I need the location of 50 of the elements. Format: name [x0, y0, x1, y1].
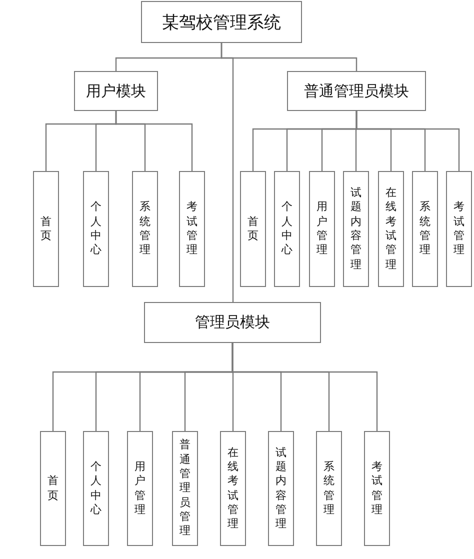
module-label: 管理员模块: [195, 313, 270, 332]
function-box: [132, 171, 158, 287]
connector-line: [356, 111, 460, 171]
function-label: 用户管理: [316, 200, 328, 258]
function-label: 系统管理: [140, 200, 150, 258]
function-label: 个人中心: [90, 200, 102, 258]
function-label: 在线考试管理: [228, 446, 238, 532]
function-box: [378, 171, 404, 287]
function-box: [220, 431, 246, 546]
function-box: [240, 171, 266, 287]
function-box: [172, 431, 198, 546]
function-label: 考试管理: [372, 460, 382, 518]
function-box: [33, 171, 59, 287]
function-label: 试题内容管理: [276, 446, 286, 532]
function-box: [179, 171, 205, 287]
function-label: 系统管理: [420, 200, 430, 258]
function-label: 个人中心: [90, 460, 102, 518]
connector-line: [115, 111, 193, 171]
function-box: [83, 431, 109, 546]
function-box: [343, 171, 369, 287]
module-box: [144, 302, 321, 343]
module-label: 用户模块: [86, 82, 146, 100]
function-box: [364, 431, 390, 546]
function-label: 在线考试管理: [386, 186, 396, 272]
function-box: [83, 171, 109, 287]
connector-line: [232, 343, 378, 431]
function-box: [309, 171, 335, 287]
function-label: 用户管理: [134, 460, 146, 518]
module-box: [74, 71, 158, 111]
function-box: [127, 431, 153, 546]
module-label: 某驾校管理系统: [162, 12, 281, 34]
function-box: [274, 171, 300, 287]
function-box: [446, 171, 472, 287]
module-box: [141, 1, 302, 43]
function-box: [268, 431, 294, 546]
function-label: 考试管理: [186, 200, 198, 258]
function-label: 系统管理: [324, 460, 334, 518]
function-box: [316, 431, 342, 546]
connector-line: [220, 43, 234, 302]
function-box: [40, 431, 66, 546]
function-label: 个人中心: [282, 200, 292, 258]
module-label: 普通管理员模块: [304, 82, 409, 100]
function-label: 首页: [40, 214, 52, 244]
function-label: 首页: [248, 214, 258, 244]
function-label: 试题内容管理: [350, 186, 362, 272]
function-label: 首页: [48, 474, 58, 503]
function-label: 普通管理员管理: [180, 438, 190, 539]
function-label: 考试管理: [454, 200, 464, 258]
function-box: [412, 171, 438, 287]
module-box: [287, 71, 426, 111]
